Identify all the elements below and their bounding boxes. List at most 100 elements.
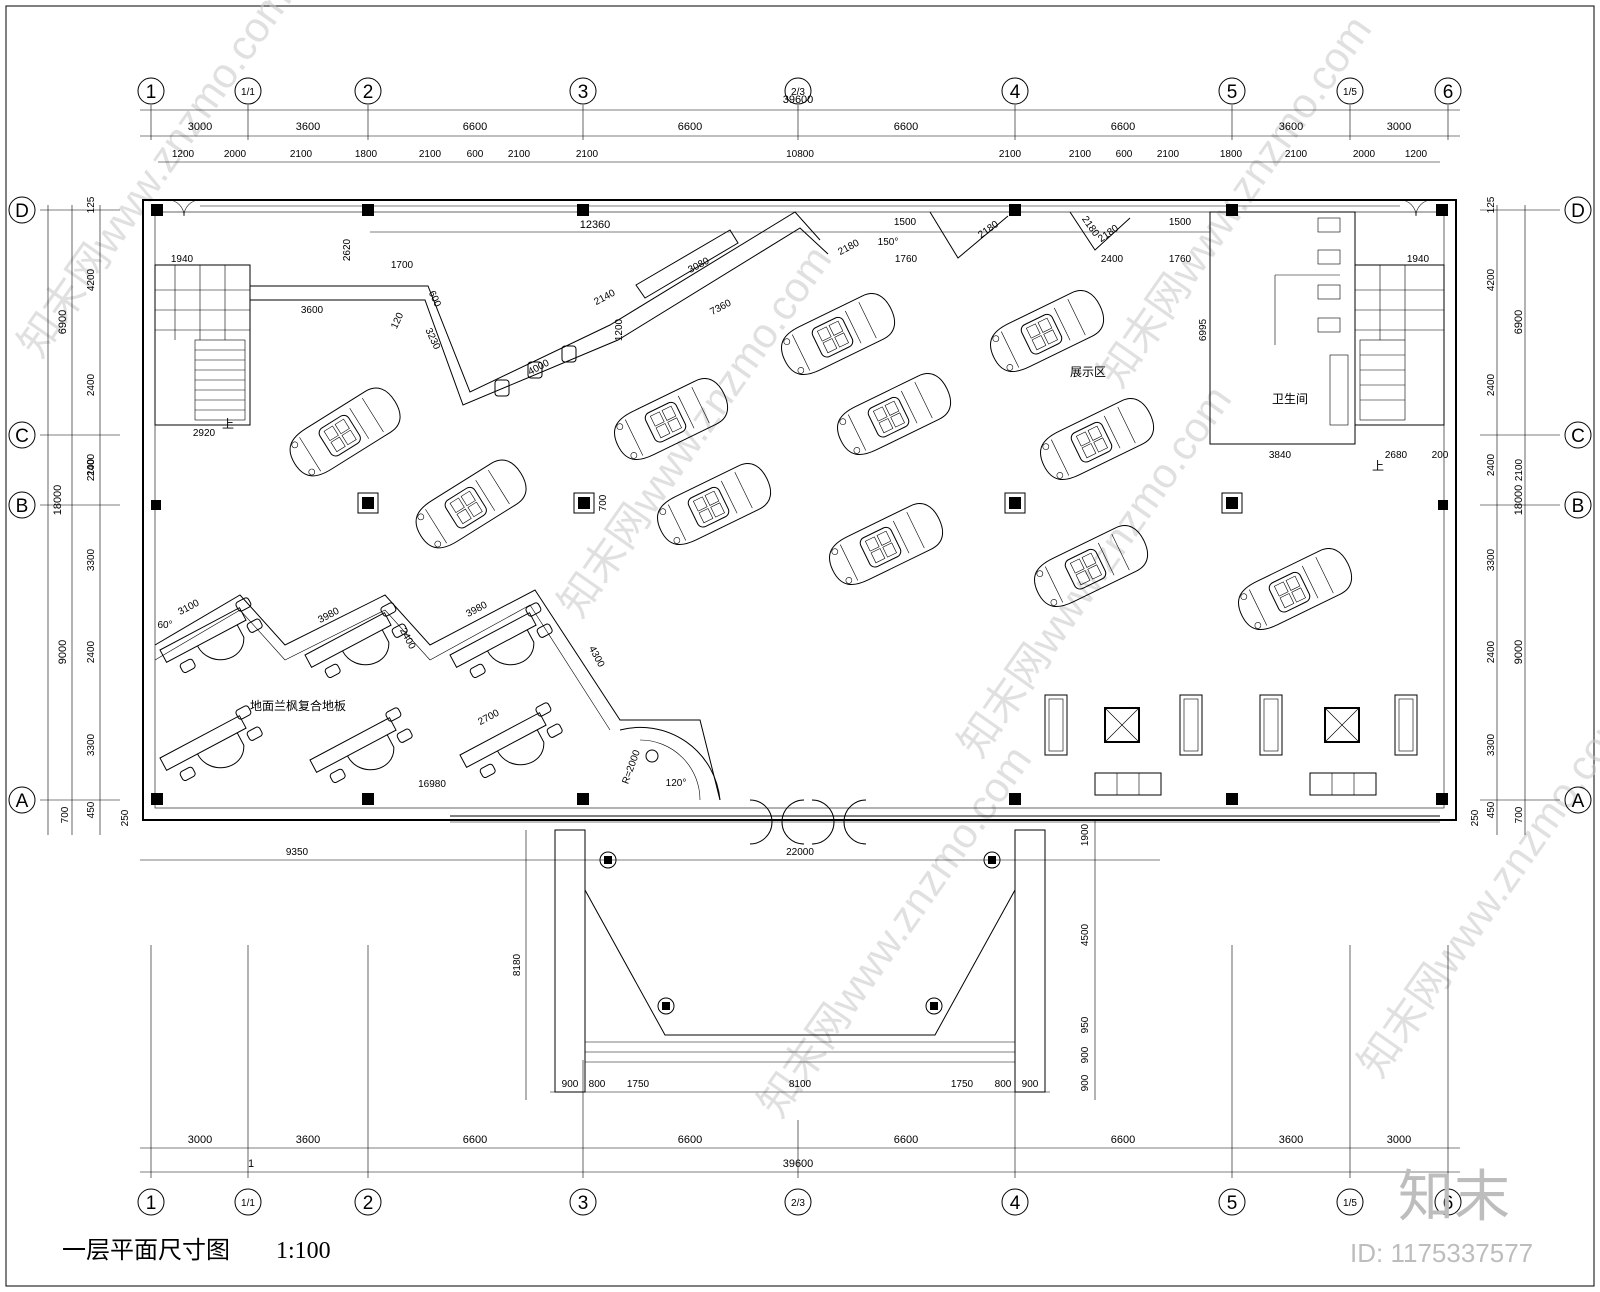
svg-text:2140: 2140 (592, 288, 617, 308)
svg-text:3230: 3230 (423, 327, 443, 352)
office-zone: 3100 60° 3980 3980 4300 2400 2700 16980 … (154, 589, 721, 801)
drawing-title: 一层平面尺寸图 (62, 1237, 230, 1264)
brand-id: ID: 1175337577 (1350, 1238, 1533, 1268)
svg-text:1760: 1760 (895, 254, 918, 265)
axis-bubbles-bottom: 1 1/1 2 3 2/3 4 5 1/5 6 (137, 1188, 1462, 1216)
svg-text:6600: 6600 (894, 1134, 918, 1146)
svg-text:展示区: 展示区 (1070, 365, 1106, 379)
svg-text:1800: 1800 (355, 149, 378, 160)
svg-text:1: 1 (146, 82, 157, 103)
svg-text:6600: 6600 (463, 121, 487, 133)
svg-text:2/3: 2/3 (791, 87, 805, 98)
svg-text:600: 600 (426, 289, 443, 309)
svg-text:上: 上 (1372, 459, 1384, 473)
svg-text:2000: 2000 (224, 149, 247, 160)
svg-text:3300: 3300 (1486, 733, 1497, 756)
svg-text:2100: 2100 (999, 149, 1022, 160)
svg-text:知末网www.znzmo.com: 知末网www.znzmo.com (549, 237, 840, 625)
svg-text:1760: 1760 (1169, 254, 1192, 265)
svg-text:900: 900 (1022, 1079, 1039, 1090)
svg-text:3840: 3840 (1269, 450, 1292, 461)
svg-text:9000: 9000 (1513, 640, 1525, 664)
svg-text:1200: 1200 (1405, 149, 1428, 160)
svg-text:知末网www.znzmo.com: 知末网www.znzmo.com (749, 737, 1040, 1125)
svg-text:3300: 3300 (86, 548, 97, 571)
svg-text:2700: 2700 (476, 708, 501, 728)
svg-text:16980: 16980 (418, 779, 446, 790)
svg-text:8180: 8180 (512, 953, 523, 976)
svg-text:3000: 3000 (188, 1134, 212, 1146)
svg-text:2180: 2180 (836, 238, 861, 258)
svg-text:2400: 2400 (397, 626, 417, 651)
svg-text:6600: 6600 (678, 1134, 702, 1146)
svg-text:2100: 2100 (508, 149, 531, 160)
svg-text:3000: 3000 (188, 121, 212, 133)
svg-text:4200: 4200 (1486, 268, 1497, 291)
axis-bubbles-top: 1 1/1 2 3 2/3 4 5 1/5 6 (137, 77, 1462, 105)
svg-text:A: A (16, 791, 29, 812)
svg-text:250: 250 (1470, 809, 1481, 826)
svg-text:6: 6 (1443, 1193, 1454, 1214)
svg-text:12360: 12360 (580, 219, 611, 231)
grid-lines (40, 105, 1560, 1178)
svg-text:3300: 3300 (86, 733, 97, 756)
svg-text:B: B (16, 496, 29, 517)
svg-text:39600: 39600 (783, 1158, 814, 1170)
svg-text:700: 700 (60, 806, 71, 823)
svg-text:2000: 2000 (1353, 149, 1376, 160)
svg-text:900: 900 (1080, 1074, 1091, 1091)
svg-text:2/3: 2/3 (791, 1198, 805, 1209)
svg-text:6600: 6600 (894, 121, 918, 133)
svg-text:7360: 7360 (708, 298, 733, 318)
svg-text:1750: 1750 (951, 1079, 974, 1090)
left-dimensions: 18000 6900 9000 4200 2400 2100 2400 3300… (47, 196, 131, 835)
svg-text:900: 900 (1080, 1046, 1091, 1063)
svg-text:600: 600 (467, 149, 484, 160)
svg-text:2400: 2400 (1486, 373, 1497, 396)
left-stair: 上 1940 2920 (154, 199, 251, 439)
watermarks: 知末网www.znzmo.com 知末网www.znzmo.com 知末网www… (9, 0, 1600, 1125)
svg-text:3600: 3600 (296, 121, 320, 133)
svg-text:150°: 150° (878, 237, 899, 248)
svg-text:450: 450 (1486, 801, 1497, 818)
svg-text:2100: 2100 (1285, 149, 1308, 160)
svg-text:2400: 2400 (1101, 254, 1124, 265)
svg-text:2680: 2680 (1385, 450, 1408, 461)
svg-text:3980: 3980 (464, 600, 489, 620)
svg-text:9350: 9350 (286, 847, 309, 858)
svg-text:1500: 1500 (1169, 217, 1192, 228)
svg-text:4200: 4200 (86, 268, 97, 291)
svg-text:2400: 2400 (86, 453, 97, 476)
svg-text:A: A (1572, 791, 1585, 812)
svg-text:2100: 2100 (1514, 458, 1525, 481)
svg-text:1750: 1750 (627, 1079, 650, 1090)
svg-text:18000: 18000 (52, 485, 64, 516)
svg-text:2920: 2920 (193, 428, 216, 439)
svg-text:2400: 2400 (1486, 640, 1497, 663)
svg-text:知末网www.znzmo.com: 知末网www.znzmo.com (949, 377, 1240, 765)
svg-text:2180: 2180 (976, 219, 1001, 241)
svg-text:60°: 60° (157, 620, 172, 631)
svg-text:3: 3 (578, 82, 589, 103)
svg-text:6600: 6600 (1111, 121, 1135, 133)
svg-text:3000: 3000 (1387, 1134, 1411, 1146)
svg-text:5: 5 (1227, 82, 1238, 103)
svg-text:3600: 3600 (1279, 1134, 1303, 1146)
svg-text:1200: 1200 (614, 318, 625, 341)
svg-text:C: C (15, 426, 29, 447)
entrance-canopy: 9350 22000 8180 900 800 1750 8100 1750 8… (140, 799, 1440, 1100)
svg-text:2100: 2100 (1069, 149, 1092, 160)
svg-text:2100: 2100 (419, 149, 442, 160)
svg-text:2100: 2100 (86, 458, 97, 481)
svg-text:18000: 18000 (1513, 485, 1525, 516)
right-stair-restroom: 上 1940 卫生间 6995 3840 2680 200 (1198, 199, 1449, 473)
svg-text:1/1: 1/1 (241, 1198, 255, 1209)
svg-text:1800: 1800 (1220, 149, 1243, 160)
svg-text:2400: 2400 (86, 373, 97, 396)
svg-text:1/5: 1/5 (1343, 87, 1357, 98)
svg-text:知末网www.znzmo.com: 知末网www.znzmo.com (1089, 7, 1380, 395)
svg-text:125: 125 (86, 196, 97, 213)
svg-text:250: 250 (120, 809, 131, 826)
svg-text:3300: 3300 (1486, 548, 1497, 571)
svg-text:950: 950 (1080, 1016, 1091, 1033)
